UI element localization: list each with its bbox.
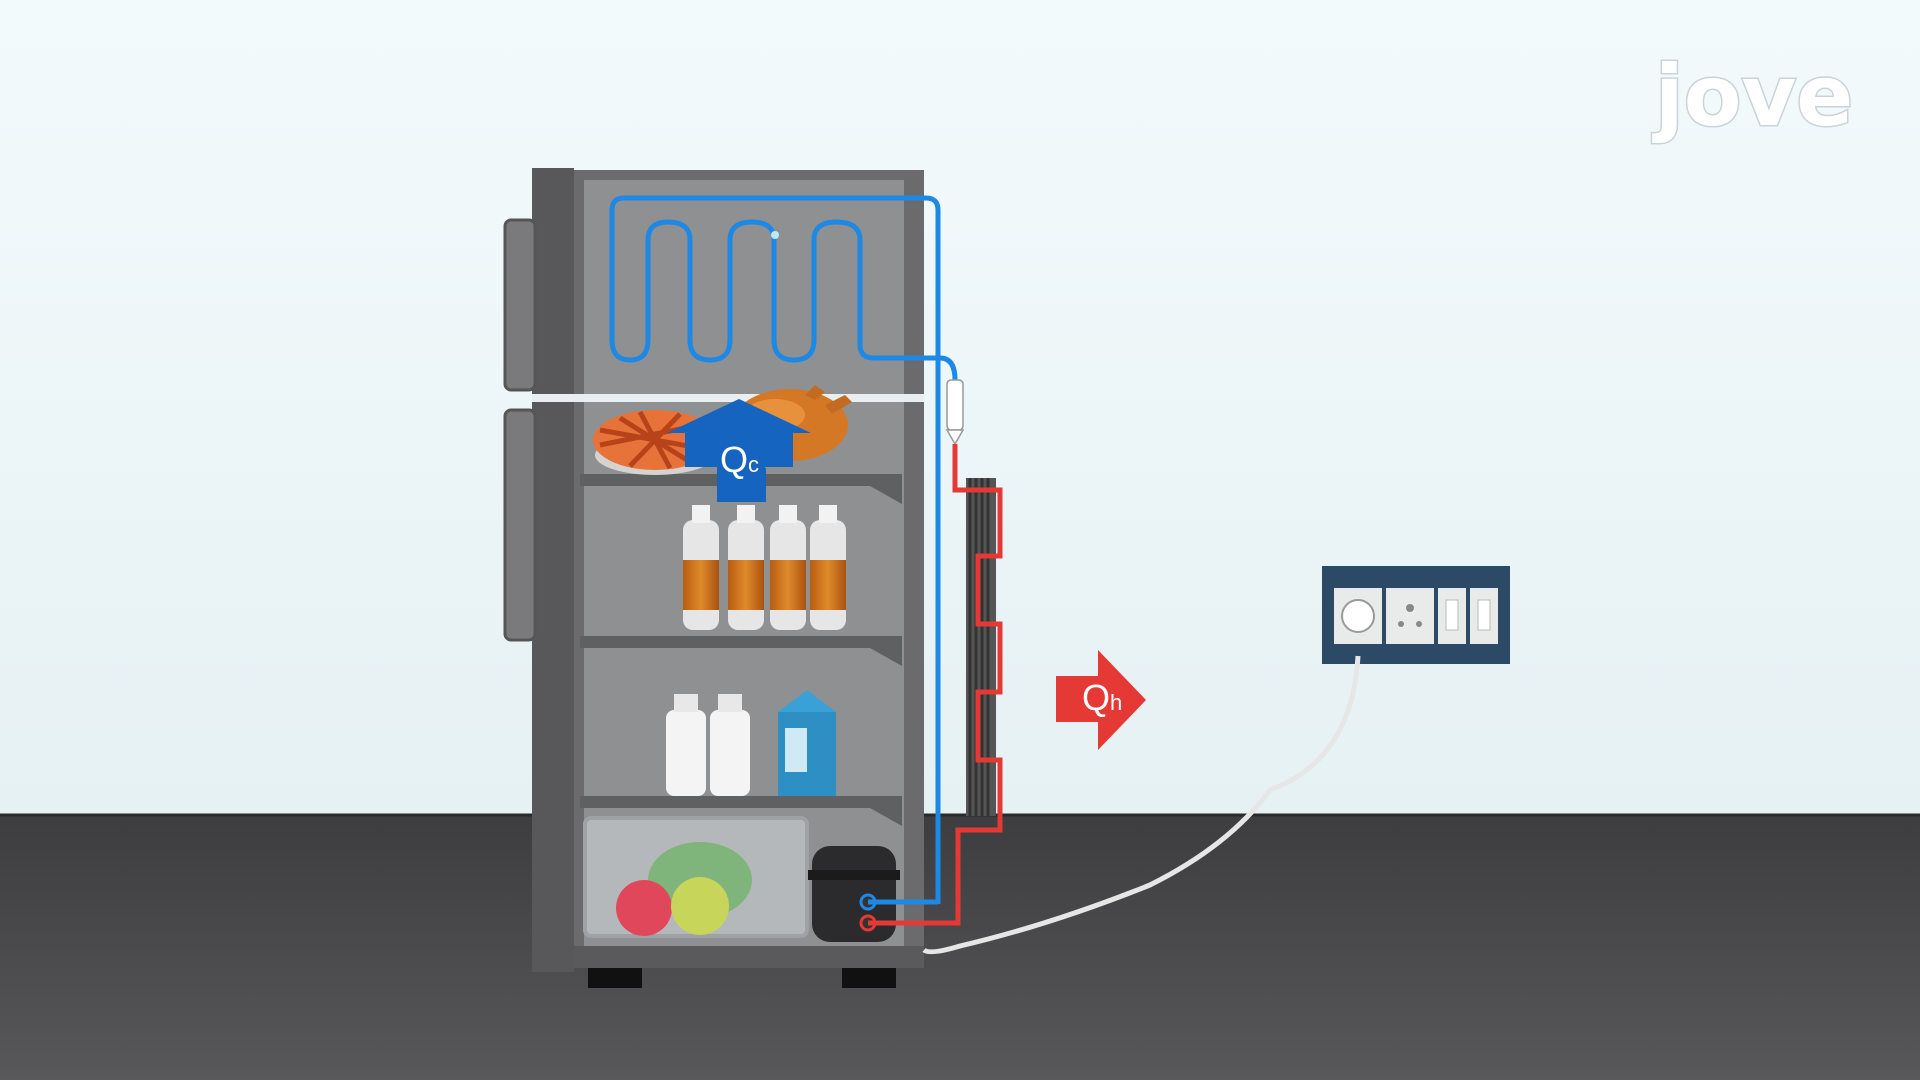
milk-carton-icon xyxy=(778,690,836,796)
qc-label: Q xyxy=(720,439,748,480)
wall-socket-icon xyxy=(1322,566,1510,664)
shelf-bracket-1 xyxy=(870,486,902,504)
cold-heat-arrow: Qc xyxy=(667,399,811,502)
fridge-bottom-rail xyxy=(574,946,924,968)
shelf-bracket-3 xyxy=(870,808,902,826)
refrigerant-particle xyxy=(771,231,779,239)
bottle-icon xyxy=(770,505,806,630)
fridge-door-handle-bottom xyxy=(503,408,537,642)
bottle-icon xyxy=(728,505,764,630)
soda-bottles xyxy=(683,505,846,630)
svg-text:Qh: Qh xyxy=(1082,677,1122,718)
milk-bottle-icon xyxy=(666,694,706,796)
bottle-icon xyxy=(683,505,719,630)
crisper-drawer xyxy=(583,816,809,938)
shelf-3 xyxy=(580,796,902,808)
shelf-2 xyxy=(580,636,902,648)
jove-logo: jove xyxy=(1652,47,1853,145)
red-apple-icon xyxy=(616,880,672,936)
hot-heat-arrow: Qh xyxy=(1056,650,1146,750)
fridge-foot-left xyxy=(588,968,642,988)
qh-label: Q xyxy=(1082,677,1110,718)
milk-bottles xyxy=(666,694,750,796)
qc-subscript: c xyxy=(748,452,759,477)
shelf-bracket-2 xyxy=(870,648,902,666)
hot-refrigerant-line xyxy=(868,444,1003,926)
evaporator-coil-icon xyxy=(609,195,958,904)
bottle-icon xyxy=(810,505,846,630)
power-cord xyxy=(922,655,1361,955)
fridge-foot-right xyxy=(842,968,896,988)
condenser-coil-icon xyxy=(966,478,996,816)
fridge-side-panel xyxy=(532,168,574,972)
svg-text:Qc: Qc xyxy=(720,439,759,480)
expansion-valve-icon xyxy=(945,379,965,446)
milk-bottle-icon xyxy=(710,694,750,796)
qh-subscript: h xyxy=(1110,690,1122,715)
compressor-icon xyxy=(808,846,900,942)
green-apple-icon xyxy=(671,877,729,935)
fridge-door-handle-top xyxy=(503,218,537,392)
